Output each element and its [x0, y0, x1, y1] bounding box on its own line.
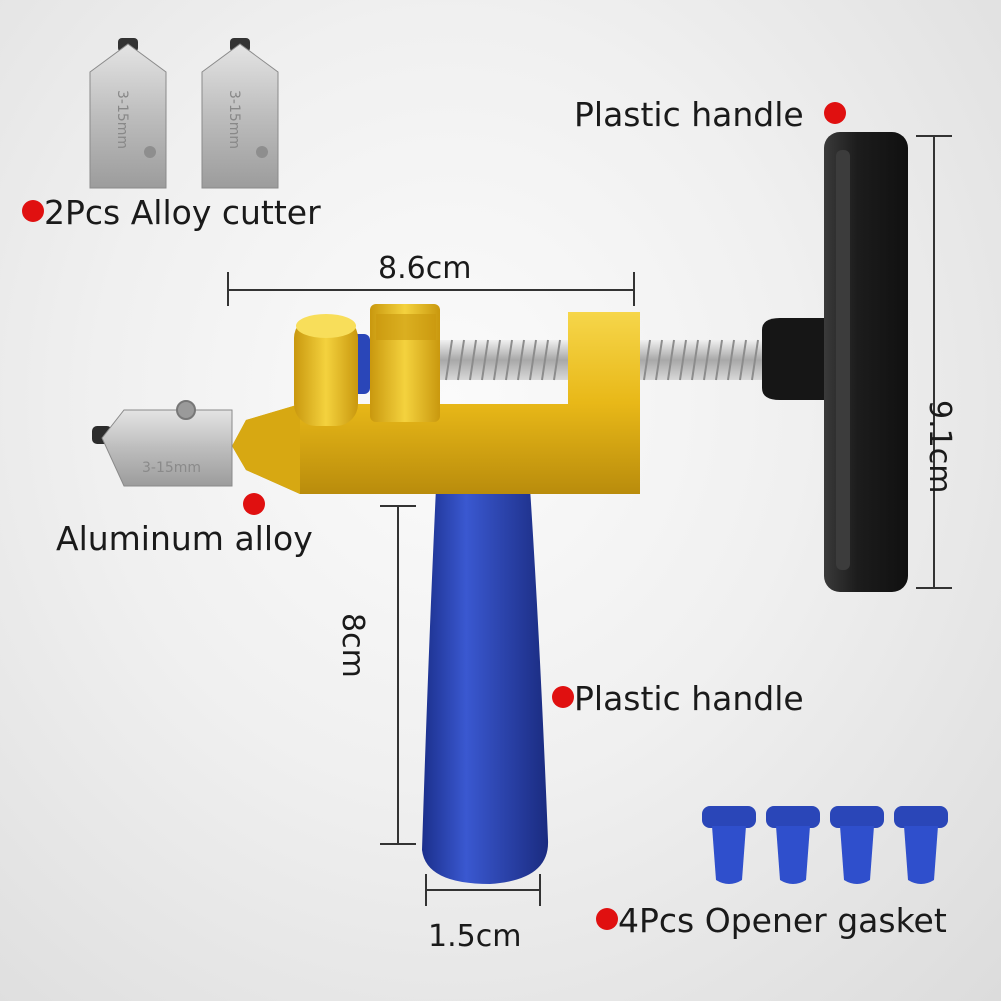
spare-cutter-2: 3-15mm	[201, 38, 279, 189]
grip-width-dimension: 1.5cm	[428, 919, 522, 954]
spare-cutter-1: 3-15mm	[89, 38, 167, 189]
alloy-cutter-label: 2Pcs Alloy cutter	[22, 196, 321, 229]
gasket-2	[766, 806, 820, 884]
gasket-1	[702, 806, 756, 884]
black-t-handle	[762, 132, 908, 592]
blue-grip	[422, 488, 549, 884]
marker-dot	[824, 101, 847, 124]
grip-length-dimension: 8cm	[335, 613, 370, 678]
mounted-cutter-marking: 3-15mm	[142, 460, 201, 476]
marker-dot	[22, 199, 44, 222]
gold-body	[232, 304, 640, 494]
spare-cutter-2-marking: 3-15mm	[226, 90, 242, 149]
plastic-handle-top-label: Plastic handle	[574, 98, 847, 131]
aluminum-alloy-label: Aluminum alloy	[56, 519, 313, 558]
opener-gaskets	[702, 806, 948, 884]
spare-cutter-1-marking: 3-15mm	[114, 90, 130, 149]
dimension-lines	[227, 135, 952, 906]
gasket-4	[894, 806, 948, 884]
plastic-handle-bottom-label: Plastic handle	[552, 682, 804, 715]
mounted-cutter: 3-15mm	[92, 400, 233, 487]
height-dimension: 9.1cm	[922, 400, 957, 494]
marker-dot	[552, 685, 574, 708]
gasket-3	[830, 806, 884, 884]
marker-dot	[596, 907, 618, 930]
width-dimension: 8.6cm	[378, 251, 472, 286]
opener-gasket-label: 4Pcs Opener gasket	[596, 904, 947, 937]
aluminum-marker-dot	[243, 493, 265, 515]
